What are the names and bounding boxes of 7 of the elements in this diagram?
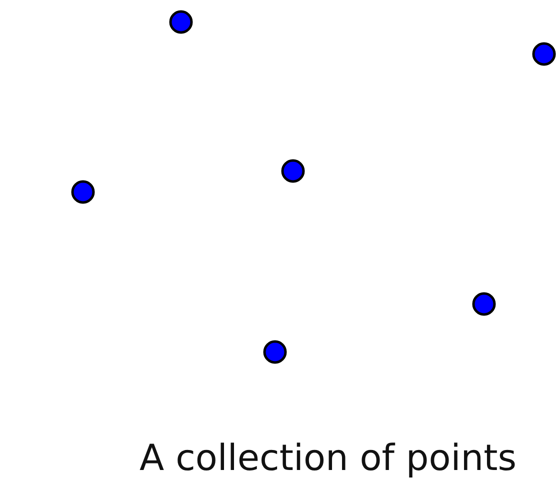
point-marker [472, 292, 496, 316]
point-marker [71, 180, 95, 204]
point-marker [281, 159, 305, 183]
point-marker [532, 42, 556, 66]
caption: A collection of points [138, 438, 518, 479]
point-marker [169, 10, 193, 34]
point-marker [263, 340, 287, 364]
